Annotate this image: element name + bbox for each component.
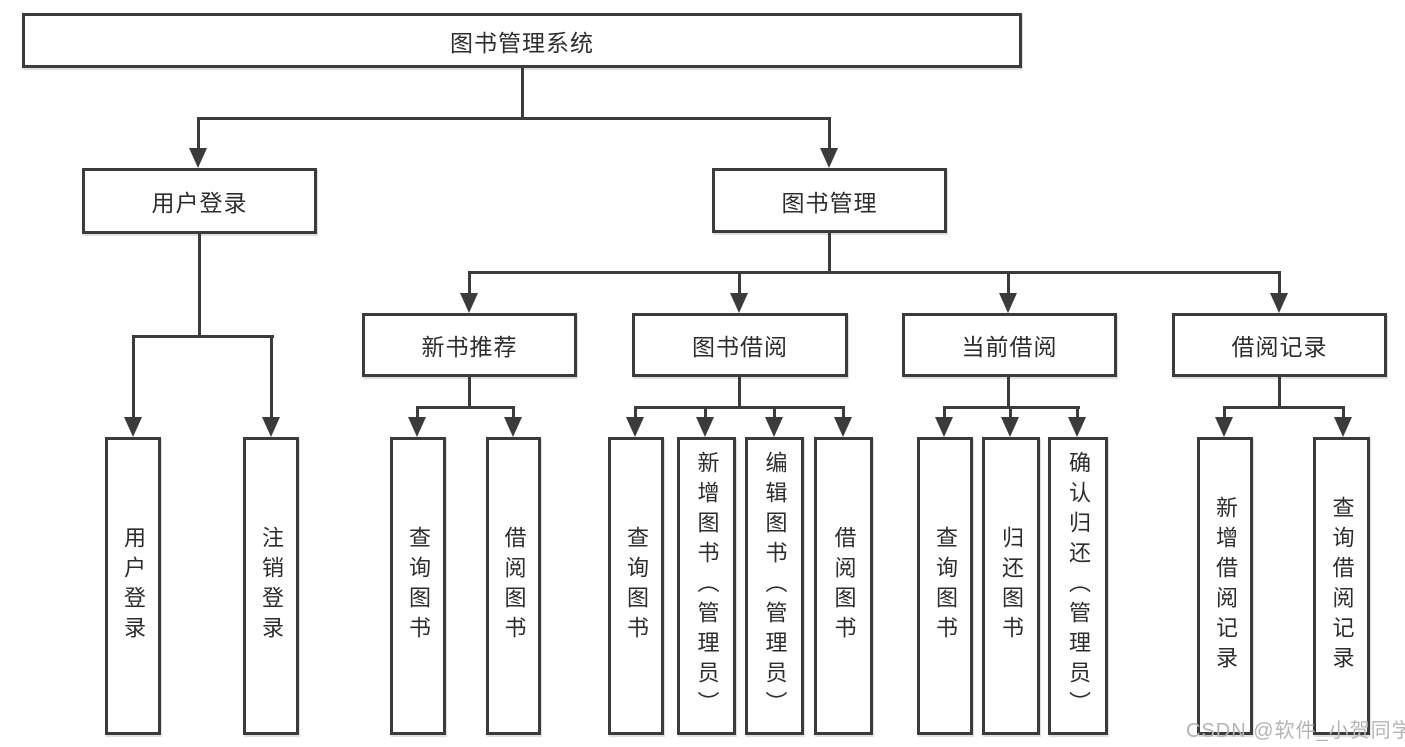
node-book-mgmt: 图书管理 xyxy=(712,168,947,233)
leaf-return-book: 归还图书 xyxy=(982,437,1040,735)
leaf-query-book-rec: 查询图书 xyxy=(390,437,446,735)
leaf-confirm-return-admin: 确认归还（管理员） xyxy=(1048,437,1108,735)
leaf-borrow-book: 借阅图书 xyxy=(814,437,873,735)
arrowhead-leaf-login-icon xyxy=(124,417,142,437)
edge-to-new-book xyxy=(468,271,471,295)
leaf-query-book-borrow: 查询图书 xyxy=(608,437,664,735)
edge-leaf xyxy=(1076,406,1079,420)
leaf-borrow-book-rec: 借阅图书 xyxy=(486,437,541,735)
leaf-query-book-current: 查询图书 xyxy=(917,437,973,735)
arrowhead-leaf-icon xyxy=(626,417,644,437)
leaf-label: 编辑图书（管理员） xyxy=(762,451,788,721)
leaf-label: 查询借阅记录 xyxy=(1329,496,1355,676)
node-label: 借阅记录 xyxy=(1231,334,1328,360)
arrowhead-leaf-icon xyxy=(408,417,426,437)
leaf-query-borrow-record: 查询借阅记录 xyxy=(1313,437,1370,735)
arrowhead-current-icon xyxy=(999,293,1017,313)
leaf-add-book-admin: 新增图书（管理员） xyxy=(677,437,736,735)
arrowhead-leaf-icon xyxy=(696,417,714,437)
arrowhead-leaf-icon xyxy=(1334,417,1352,437)
edge-to-borrow xyxy=(738,271,741,295)
leaf-label: 确认归还（管理员） xyxy=(1066,451,1091,721)
edge-current-stem xyxy=(1007,377,1010,409)
leaf-user-login: 用户登录 xyxy=(105,437,161,735)
node-user-login: 用户登录 xyxy=(82,168,317,234)
edge-user-login-rail xyxy=(133,335,274,338)
edge-to-user-login xyxy=(197,117,200,151)
arrowhead-leaf-icon xyxy=(1215,417,1233,437)
edge-to-leaf-logout xyxy=(270,335,273,419)
edge-borrow-rail xyxy=(635,406,845,409)
node-new-book-rec: 新书推荐 xyxy=(362,313,577,377)
node-label: 图书管理系统 xyxy=(450,29,594,56)
arrowhead-leaf-icon xyxy=(765,417,783,437)
node-label: 图书借阅 xyxy=(692,334,788,360)
node-current-borrow: 当前借阅 xyxy=(902,313,1117,377)
edge-leaf xyxy=(773,406,776,420)
node-book-borrow: 图书借阅 xyxy=(632,313,848,377)
arrowhead-leaf-icon xyxy=(834,417,852,437)
arrowhead-new-book-icon xyxy=(460,293,478,313)
node-label: 用户登录 xyxy=(151,190,248,216)
leaf-logout: 注销登录 xyxy=(243,437,299,735)
leaf-label: 借阅图书 xyxy=(501,526,527,646)
edge-current-rail xyxy=(944,406,1080,409)
edge-leaf xyxy=(704,406,707,420)
edge-leaf xyxy=(943,406,946,420)
node-label: 当前借阅 xyxy=(961,334,1058,360)
edge-leaf xyxy=(416,406,419,420)
node-label: 图书管理 xyxy=(781,189,878,216)
edge-book-mgmt-stem xyxy=(828,233,831,274)
arrowhead-leaf-logout-icon xyxy=(262,417,280,437)
leaf-add-borrow-record: 新增借阅记录 xyxy=(1197,437,1253,735)
arrowhead-book-mgmt-icon xyxy=(820,148,838,168)
edge-to-book-mgmt xyxy=(828,117,831,151)
leaf-label: 新增借阅记录 xyxy=(1213,496,1238,676)
arrowhead-leaf-icon xyxy=(1001,417,1019,437)
edge-to-record xyxy=(1278,271,1281,295)
arrowhead-record-icon xyxy=(1270,293,1288,313)
edge-leaf xyxy=(512,406,515,420)
arrowhead-leaf-icon xyxy=(1068,417,1086,437)
leaf-label: 借阅图书 xyxy=(831,526,857,646)
leaf-label: 查询图书 xyxy=(624,526,649,646)
node-borrow-record: 借阅记录 xyxy=(1172,313,1387,377)
node-label: 新书推荐 xyxy=(421,334,518,360)
edge-leaf xyxy=(1009,406,1012,420)
edge-level1-rail xyxy=(198,117,831,120)
edge-record-stem xyxy=(1278,377,1281,409)
edge-leaf xyxy=(842,406,845,420)
edge-root-stem xyxy=(521,68,524,120)
edge-user-login-stem xyxy=(198,234,201,338)
edge-to-leaf-login xyxy=(132,335,135,419)
csdn-watermark: CSDN @软件_小贺同学 xyxy=(1186,720,1405,742)
leaf-label: 注销登录 xyxy=(259,526,284,646)
node-library-system: 图书管理系统 xyxy=(22,13,1022,68)
edge-record-rail xyxy=(1224,406,1345,409)
edge-borrow-stem xyxy=(738,377,741,409)
arrowhead-leaf-icon xyxy=(935,417,953,437)
arrowhead-user-login-icon xyxy=(189,148,207,168)
arrowhead-borrow-icon xyxy=(730,293,748,313)
edge-leaf xyxy=(1223,406,1226,420)
edge-new-book-rail xyxy=(417,406,515,409)
leaf-label: 用户登录 xyxy=(121,526,146,646)
leaf-label: 归还图书 xyxy=(999,526,1024,646)
arrowhead-leaf-icon xyxy=(504,417,522,437)
leaf-label: 查询图书 xyxy=(406,526,431,646)
leaf-label: 新增图书（管理员） xyxy=(694,451,720,721)
edge-leaf xyxy=(1342,406,1345,420)
edge-new-book-stem xyxy=(468,377,471,409)
edge-level3-rail xyxy=(469,271,1281,274)
edge-leaf xyxy=(634,406,637,420)
leaf-label: 查询图书 xyxy=(933,526,958,646)
leaf-edit-book-admin: 编辑图书（管理员） xyxy=(745,437,804,735)
edge-to-current xyxy=(1007,271,1010,295)
